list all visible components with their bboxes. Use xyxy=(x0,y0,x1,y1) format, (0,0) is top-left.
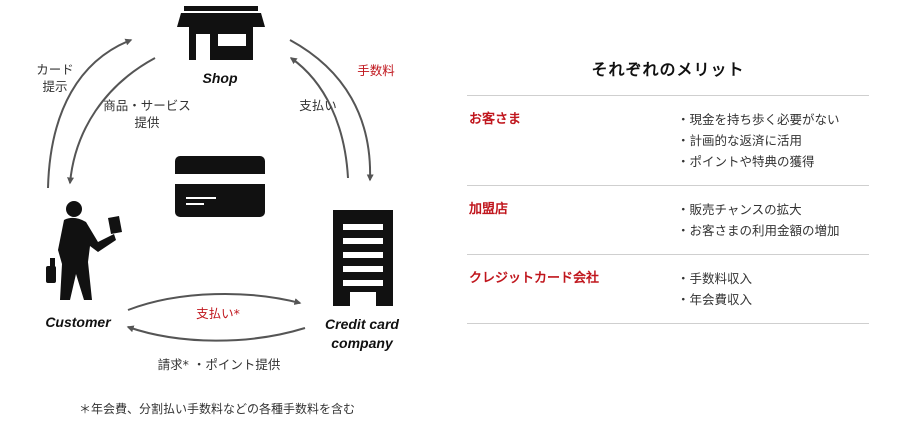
merit-list: 販売チャンスの拡大 お客さまの利用金額の増加 xyxy=(677,199,869,241)
arrow-shop-to-company xyxy=(289,39,374,182)
merit-row-customer: お客さま 現金を持ち歩く必要がない 計画的な返済に活用 ポイントや特典の獲得 xyxy=(467,96,869,186)
merit-item: 年会費収入 xyxy=(677,289,869,310)
fee-label: 手数料 xyxy=(357,63,395,78)
credit-card-icon xyxy=(175,156,265,217)
arrow-company-to-customer xyxy=(126,325,306,342)
payment-flow-diagram: Shop Customer Credit card company カード 提示… xyxy=(36,6,399,372)
merit-row-card-company: クレジットカード会社 手数料収入 年会費収入 xyxy=(467,255,869,324)
customer-label: Customer xyxy=(45,314,112,330)
payment-to-company-label: 支払い* xyxy=(196,306,240,321)
merit-list: 現金を持ち歩く必要がない 計画的な返済に活用 ポイントや特典の獲得 xyxy=(677,109,869,172)
footnote: ＊年会費、分割払い手数料などの各種手数料を含む xyxy=(79,402,356,416)
merits-table: それぞれのメリット お客さま 現金を持ち歩く必要がない 計画的な返済に活用 ポイ… xyxy=(467,56,869,324)
person-with-card-icon xyxy=(46,201,122,300)
merit-item: 現金を持ち歩く必要がない xyxy=(677,109,869,130)
merit-item: 手数料収入 xyxy=(677,268,869,289)
company-label-line1: Credit card xyxy=(325,316,399,332)
merit-row-label: お客さま xyxy=(469,112,522,127)
merit-item: 計画的な返済に活用 xyxy=(677,130,869,151)
merit-item: ポイントや特典の獲得 xyxy=(677,151,869,172)
merits-title: それぞれのメリット xyxy=(467,56,869,96)
arrow-customer-to-company xyxy=(127,293,302,311)
merit-list: 手数料収入 年会費収入 xyxy=(677,268,869,310)
store-icon xyxy=(177,6,265,60)
goods-provided-label-line1: 商品・サービス xyxy=(103,98,191,113)
company-label-line2: company xyxy=(331,335,394,351)
payment-to-shop-label: 支払い xyxy=(299,98,337,113)
merit-row-label: クレジットカード会社 xyxy=(469,271,600,286)
arrow-company-to-shop xyxy=(289,57,349,179)
arrow-customer-to-shop xyxy=(47,38,133,189)
card-present-label-line2: 提示 xyxy=(42,79,67,94)
shop-label: Shop xyxy=(203,70,238,86)
arrow-shop-to-customer xyxy=(67,57,156,185)
billing-points-label: 請求* ・ポイント提供 xyxy=(158,357,281,372)
card-present-label-line1: カード xyxy=(36,62,74,77)
office-building-icon xyxy=(333,210,393,306)
merit-item: お客さまの利用金額の増加 xyxy=(677,220,869,241)
merit-item: 販売チャンスの拡大 xyxy=(677,199,869,220)
goods-provided-label-line2: 提供 xyxy=(134,115,159,130)
merit-row-label: 加盟店 xyxy=(469,202,509,217)
merit-row-merchant: 加盟店 販売チャンスの拡大 お客さまの利用金額の増加 xyxy=(467,186,869,255)
